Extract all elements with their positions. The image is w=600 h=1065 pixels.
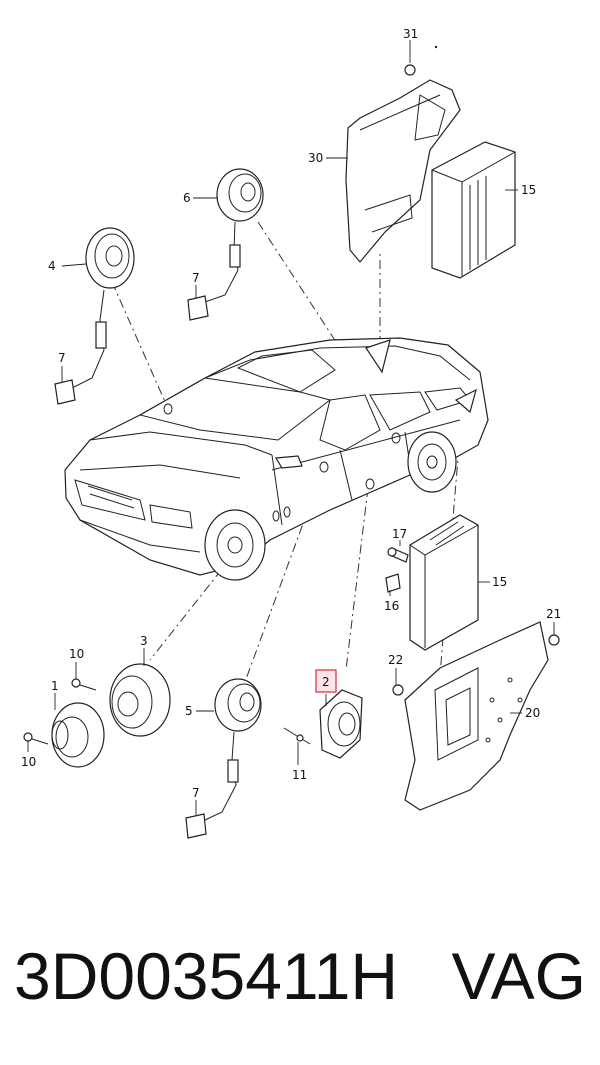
callout-4: 4 [48,259,56,273]
callout-31: 31 [403,27,418,41]
callout-17: 17 [392,527,407,541]
callout-5: 5 [185,704,193,718]
leader-lines [27,40,555,815]
amplifier-15-top [431,141,516,279]
screw-17 [387,547,409,563]
callout-6: 6 [183,191,191,205]
exploded-parts-diagram: 31 30 15 6 4 7 7 17 15 16 21 22 20 3 10 … [21,27,561,839]
nut-21 [548,634,560,646]
callout-11: 11 [292,768,307,782]
speaker-6 [187,168,264,321]
callout-15-top: 15 [521,183,536,197]
clip-16 [385,573,401,593]
callout-10-lower: 10 [21,755,36,769]
part-number: 3D0035411H [14,939,399,1013]
speaker-1 [51,702,105,768]
speaker-4 [54,227,135,405]
highlight-box-2 [315,669,337,693]
callout-15-bottom: 15 [492,575,507,589]
callout-7-left: 7 [58,351,66,365]
callout-30: 30 [308,151,323,165]
module-15-bottom [409,514,479,651]
callout-7-lower: 7 [192,786,200,800]
callout-20: 20 [525,706,540,720]
speaker-3 [109,663,171,737]
screw-10-upper [71,678,97,691]
nut-22 [392,684,404,696]
screw-10-lower [23,732,49,745]
dot-mark [434,45,438,49]
callout-16: 16 [384,599,399,613]
brand-label: VAG [451,939,586,1013]
screw-31 [404,64,416,76]
callout-10-upper: 10 [69,647,84,661]
callout-22: 22 [388,653,403,667]
callout-21: 21 [546,607,561,621]
callout-1: 1 [51,679,59,693]
bracket-20 [404,621,549,811]
speaker-2 [319,689,363,759]
car-body [64,337,489,581]
bracket-30 [345,79,461,263]
callout-labels: 31 30 15 6 4 7 7 17 15 16 21 22 20 3 10 … [21,27,561,800]
speaker-5 [185,678,262,839]
callout-7-upper: 7 [192,271,200,285]
callout-3: 3 [140,634,148,648]
screw-11 [283,727,311,745]
callout-2: 2 [322,675,330,689]
